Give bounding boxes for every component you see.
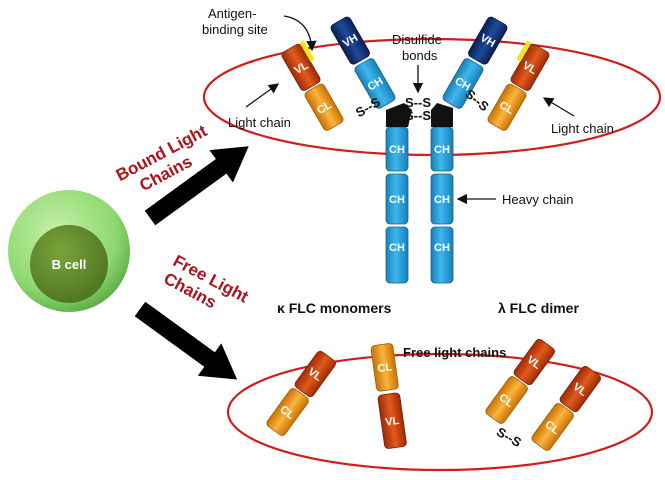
- kappa-flc-title: κ FLC monomers: [277, 300, 392, 316]
- svg-text:CH: CH: [389, 144, 405, 156]
- kappa-monomer-1: VL CL: [266, 350, 336, 436]
- svg-text:CH: CH: [389, 194, 405, 206]
- heavy-chain-left-stem: CH CH CH: [385, 126, 409, 284]
- light-chain-right: CL VL: [487, 40, 550, 131]
- light-chain-pointer-right: [542, 97, 575, 117]
- svg-text:CH: CH: [434, 194, 450, 206]
- disulfide-label-1: Disulfide: [392, 32, 442, 47]
- svg-text:CL: CL: [377, 361, 393, 375]
- heavy-chain-label: Heavy chain: [502, 192, 574, 207]
- free-light-chains-title: Free light chains: [403, 345, 506, 360]
- lambda-disulfide: S--S: [494, 424, 524, 450]
- light-chain-pointer-left: [245, 83, 280, 108]
- lambda-dimer-chain-a: VL CL: [485, 338, 555, 424]
- disulfide-bottom: S--S: [405, 108, 431, 123]
- antigen-binding-pointer: [283, 15, 317, 52]
- hinge-right: [431, 103, 453, 127]
- free-chains-ellipse: [226, 352, 654, 472]
- svg-text:CH: CH: [434, 242, 450, 254]
- light-chain-left: CL VL: [281, 40, 344, 131]
- antigen-binding-label-2: binding site: [202, 22, 268, 37]
- svg-text:VL: VL: [385, 415, 401, 429]
- heavy-chain-left-arm: CH VH: [330, 16, 396, 109]
- free-light-chains-side-label: Free Light Chains: [161, 251, 252, 312]
- light-chain-label-right: Light chain: [551, 121, 614, 136]
- bound-light-chains-label: Bound Light Chains: [113, 121, 211, 195]
- heavy-chain-right-arm: CH VH: [442, 16, 508, 109]
- antigen-binding-label-1: Antigen-: [208, 6, 256, 21]
- svg-text:CH: CH: [434, 144, 450, 156]
- bound-arrow: [144, 146, 249, 226]
- svg-text:CH: CH: [389, 242, 405, 254]
- disulfide-top: S--S: [405, 95, 431, 110]
- disulfide-label-2: bonds: [402, 48, 438, 63]
- svg-text:B cell: B cell: [52, 257, 87, 272]
- hinge-left: [386, 103, 412, 127]
- light-chain-label-left: Light chain: [228, 115, 291, 130]
- b-cell: B cell: [8, 190, 130, 312]
- free-arrow: [134, 301, 238, 380]
- antigen-site-right: [516, 40, 532, 62]
- heavy-chain-right-stem: CH CH CH: [430, 126, 454, 284]
- lambda-flc-title: λ FLC dimer: [498, 300, 579, 316]
- kappa-monomer-2: CL VL: [370, 343, 407, 449]
- lambda-dimer-chain-b: VL CL: [531, 365, 601, 451]
